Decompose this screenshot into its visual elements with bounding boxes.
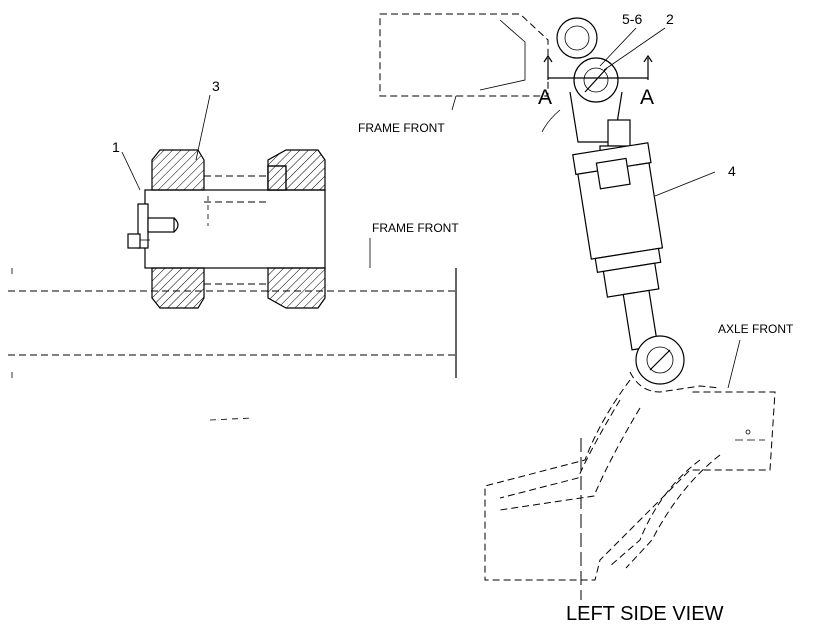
view-title: LEFT SIDE VIEW [566,603,724,625]
callout-5-6: 5-6 [622,11,642,27]
section-marker-a-right: A [640,86,654,109]
callout-1: 1 [112,139,120,155]
mount-detail-view [8,94,457,421]
frame-front-label-upper: FRAME FRONT [358,121,445,135]
callout-3: 3 [212,78,220,94]
callout-4: 4 [728,163,736,179]
frame-front-label-lower: FRAME FRONT [372,221,459,235]
axle-front-label: AXLE FRONT [718,322,794,336]
callout-2: 2 [666,11,674,27]
cylinder-assembly-view [379,13,776,600]
section-marker-a-left: A [538,86,552,109]
